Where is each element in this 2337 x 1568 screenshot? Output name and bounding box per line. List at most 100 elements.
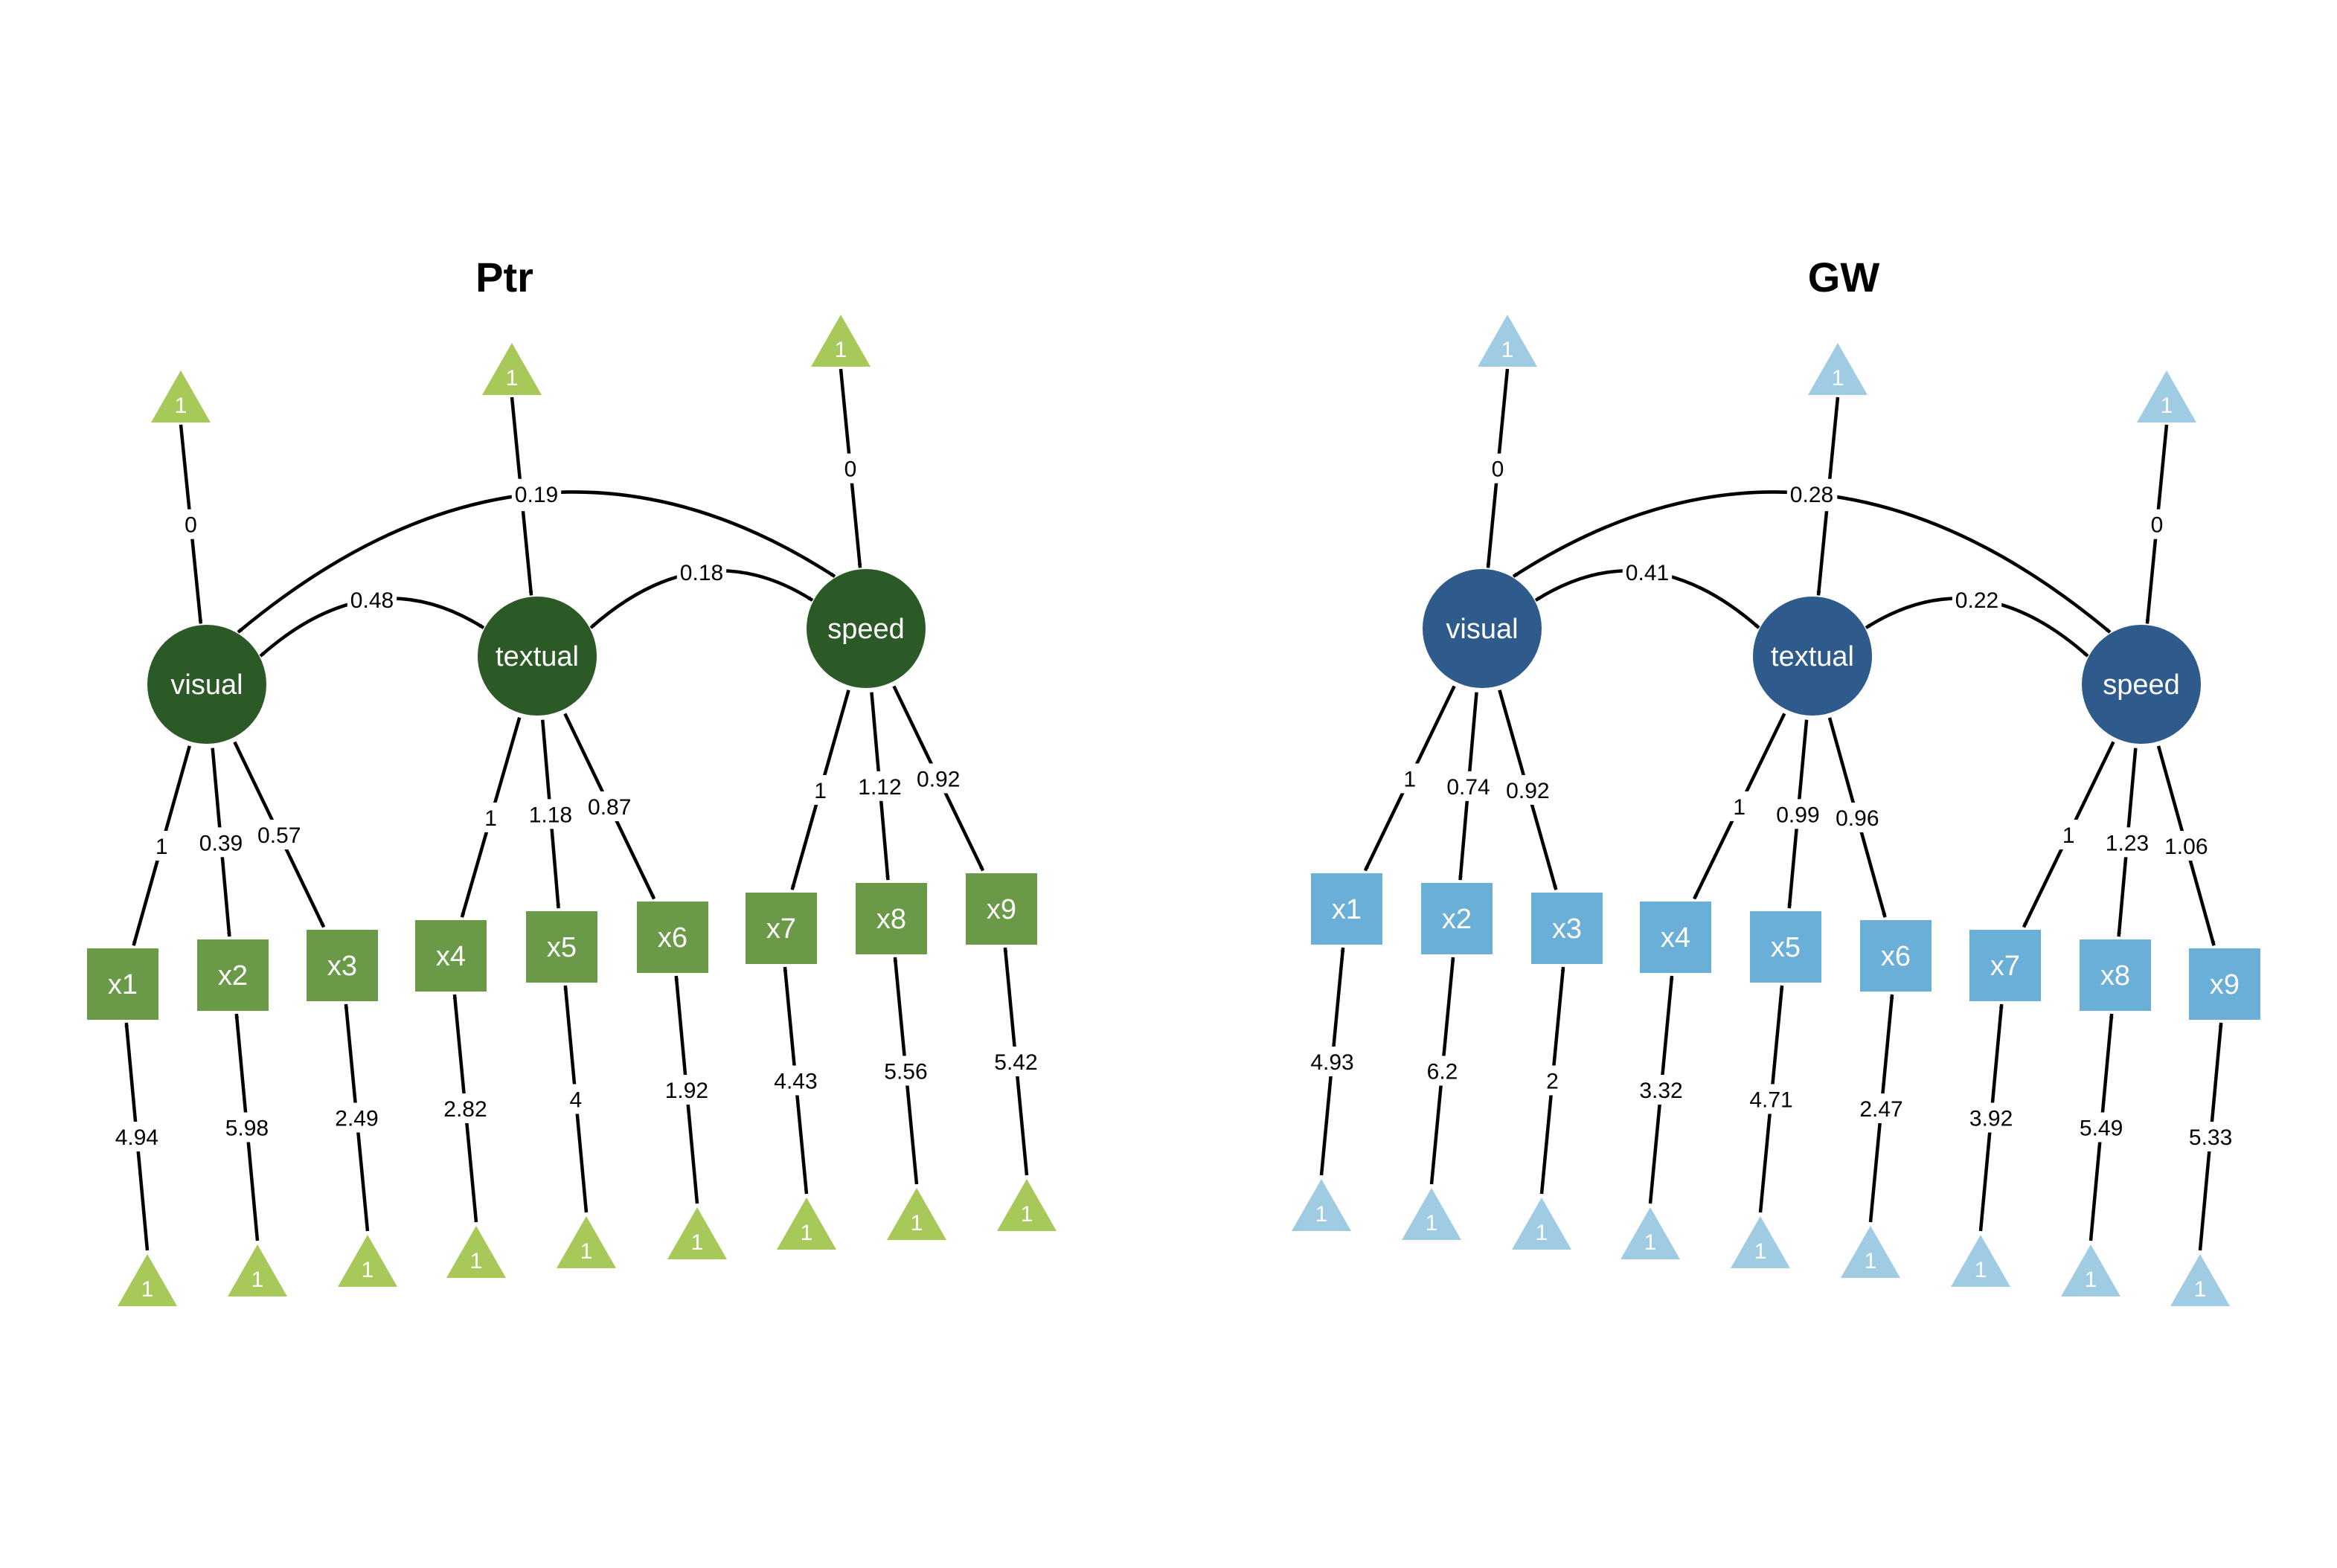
gw-loading-x9-label: 1.06 bbox=[2164, 835, 2208, 859]
gw-intercept-x4-label-bg bbox=[1636, 1074, 1686, 1105]
gw-intercept-x9-label: 5.33 bbox=[2189, 1125, 2232, 1150]
gw-indicator-x9-intercept-triangle bbox=[2170, 1254, 2230, 1306]
ptr-intercept-x7-label-bg bbox=[771, 1065, 821, 1096]
ptr-loading-x2-label-bg bbox=[196, 827, 246, 858]
ptr-loading-x3-label-bg bbox=[254, 819, 304, 849]
gw-latent-visual-intercept-label: 1 bbox=[1501, 338, 1514, 362]
gw-intercept-x6-label-bg bbox=[1856, 1093, 1906, 1123]
gw-visual-mean-label: 0 bbox=[1492, 457, 1504, 482]
gw-latent-visual-node bbox=[1423, 569, 1542, 688]
gw-intercept-x1-label: 4.93 bbox=[1310, 1050, 1353, 1075]
ptr-loading-x1-label-bg bbox=[152, 830, 171, 861]
gw-indicator-x6-intercept-label: 1 bbox=[1865, 1249, 1877, 1273]
ptr-intercept-x8-label: 5.56 bbox=[884, 1059, 927, 1084]
gw-indicator-x9-label: x9 bbox=[2210, 969, 2240, 1000]
gw-indicator-x7-intercept-triangle bbox=[1951, 1235, 2010, 1287]
gw-loading-x5-label-bg bbox=[1773, 799, 1823, 829]
ptr-indicator-x9-label: x9 bbox=[987, 894, 1016, 925]
ptr-panel-title: Ptr bbox=[475, 254, 533, 301]
ptr-intercept-x3-label: 2.49 bbox=[335, 1106, 378, 1131]
ptr-intercept-x4-label: 2.82 bbox=[443, 1097, 487, 1122]
gw-visual-mean-label-bg bbox=[1488, 453, 1507, 483]
ptr-cov-textual-speed-label: 0.18 bbox=[680, 561, 723, 585]
ptr-visual-mean-label: 0 bbox=[185, 513, 197, 538]
gw-intercept-x5-label-bg bbox=[1746, 1084, 1796, 1114]
ptr-indicator-x4-intercept-label: 1 bbox=[470, 1249, 483, 1273]
ptr-indicator-x8-intercept-label: 1 bbox=[911, 1211, 923, 1236]
gw-latent-visual-label: visual bbox=[1446, 614, 1518, 645]
gw-indicator-x8-intercept-label: 1 bbox=[2085, 1267, 2097, 1292]
gw-indicator-x7-intercept-label: 1 bbox=[1975, 1258, 1987, 1282]
gw-indicator-x9-node bbox=[2189, 948, 2260, 1020]
ptr-indicator-x6-node bbox=[637, 902, 708, 973]
gw-indicator-x1-node bbox=[1311, 873, 1382, 945]
ptr-indicator-x3-label: x3 bbox=[327, 951, 357, 982]
ptr-loading-x8-label: 1.12 bbox=[858, 775, 901, 800]
ptr-indicator-x5-node bbox=[526, 911, 597, 983]
gw-intercept-x7-label: 3.92 bbox=[1969, 1106, 2013, 1131]
ptr-intercept-x7-label: 4.43 bbox=[774, 1069, 817, 1093]
gw-cov-visual-textual-label: 0.41 bbox=[1626, 561, 1669, 585]
gw-indicator-x5-node bbox=[1750, 911, 1821, 983]
ptr-indicator-x3-intercept-triangle bbox=[338, 1235, 397, 1287]
gw-indicator-x3-label: x3 bbox=[1552, 913, 1582, 945]
gw-indicator-x6-node bbox=[1860, 920, 1932, 992]
ptr-loading-x2-label: 0.39 bbox=[199, 831, 243, 855]
gw-intercept-x9-label-bg bbox=[2185, 1121, 2236, 1151]
ptr-indicator-x2-node bbox=[197, 939, 269, 1011]
ptr-loading-x9-label: 0.92 bbox=[917, 767, 960, 791]
gw-cov-visual-speed-label: 0.28 bbox=[1790, 483, 1833, 507]
gw-indicator-x7-label: x7 bbox=[1990, 951, 2020, 982]
ptr-speed-mean-label: 0 bbox=[844, 457, 857, 482]
ptr-indicator-x9-node bbox=[966, 873, 1037, 945]
gw-indicator-x7-node bbox=[1969, 930, 2041, 1001]
ptr-intercept-x9-label-bg bbox=[991, 1046, 1041, 1076]
gw-speed-mean-label: 0 bbox=[2151, 513, 2164, 538]
gw-latent-visual-intercept-triangle bbox=[1478, 315, 1537, 367]
ptr-latent-speed-label: speed bbox=[827, 614, 905, 645]
ptr-indicator-x5-intercept-triangle bbox=[557, 1216, 616, 1268]
ptr-loading-x5-label: 1.18 bbox=[529, 803, 572, 827]
edge-labels-layer: Ptr0000.480.180.1914.940.395.980.572.491… bbox=[112, 254, 2236, 1151]
gw-indicator-x8-label: x8 bbox=[2100, 960, 2130, 992]
gw-panel-title: GW bbox=[1808, 254, 1880, 301]
ptr-intercept-x5-label-bg bbox=[566, 1084, 586, 1114]
gw-loading-x6-label: 0.96 bbox=[1836, 806, 1879, 831]
ptr-indicator-x9-intercept-label: 1 bbox=[1021, 1202, 1033, 1227]
ptr-indicator-x3-node bbox=[307, 930, 378, 1001]
gw-indicator-x5-intercept-triangle bbox=[1731, 1216, 1790, 1268]
gw-latent-textual-intercept-triangle bbox=[1808, 343, 1868, 395]
gw-latent-speed-intercept-label: 1 bbox=[2161, 393, 2173, 418]
gw-intercept-x3-label: 2 bbox=[1546, 1069, 1559, 1093]
ptr-latent-visual-label: visual bbox=[170, 669, 243, 701]
ptr-indicator-x1-intercept-label: 1 bbox=[141, 1277, 154, 1302]
gw-loading-x2-label: 0.74 bbox=[1446, 775, 1490, 800]
gw-loading-x1-label-bg bbox=[1400, 763, 1420, 794]
ptr-indicator-x6-intercept-label: 1 bbox=[691, 1230, 704, 1255]
ptr-intercept-x5-label: 4 bbox=[570, 1087, 583, 1112]
nodes-layer: visual1textual1speed1x11x21x31x41x51x61x… bbox=[87, 315, 2260, 1306]
gw-indicator-x3-node bbox=[1531, 893, 1603, 964]
gw-indicator-x1-intercept-triangle bbox=[1292, 1179, 1351, 1231]
gw-indicator-x8-node bbox=[2080, 939, 2151, 1011]
gw-intercept-x8-label-bg bbox=[2076, 1112, 2126, 1143]
gw-indicator-x2-intercept-triangle bbox=[1402, 1188, 1461, 1240]
ptr-intercept-x8-label-bg bbox=[881, 1055, 931, 1086]
ptr-intercept-x6-label-bg bbox=[661, 1074, 712, 1105]
ptr-latent-speed-intercept-triangle bbox=[811, 315, 871, 367]
ptr-intercept-x9-label: 5.42 bbox=[994, 1050, 1037, 1075]
ptr-intercept-x2-label-bg bbox=[222, 1112, 272, 1143]
gw-intercept-x1-label-bg bbox=[1307, 1046, 1357, 1076]
ptr-latent-visual-intercept-label: 1 bbox=[175, 393, 187, 418]
ptr-latent-visual-node bbox=[147, 625, 266, 744]
ptr-cov-textual-speed-label-bg bbox=[676, 556, 727, 587]
gw-loading-x4-label: 1 bbox=[1733, 795, 1745, 820]
ptr-intercept-x6-label: 1.92 bbox=[665, 1079, 708, 1103]
ptr-indicator-x7-node bbox=[746, 893, 817, 964]
gw-indicator-x3-intercept-triangle bbox=[1512, 1198, 1571, 1250]
ptr-indicator-x5-intercept-label: 1 bbox=[580, 1239, 593, 1264]
gw-indicator-x6-intercept-triangle bbox=[1841, 1226, 1900, 1278]
ptr-intercept-x1-label: 4.94 bbox=[115, 1125, 158, 1150]
ptr-loading-x8-label-bg bbox=[855, 771, 905, 801]
gw-loading-x8-label-bg bbox=[2102, 827, 2152, 858]
